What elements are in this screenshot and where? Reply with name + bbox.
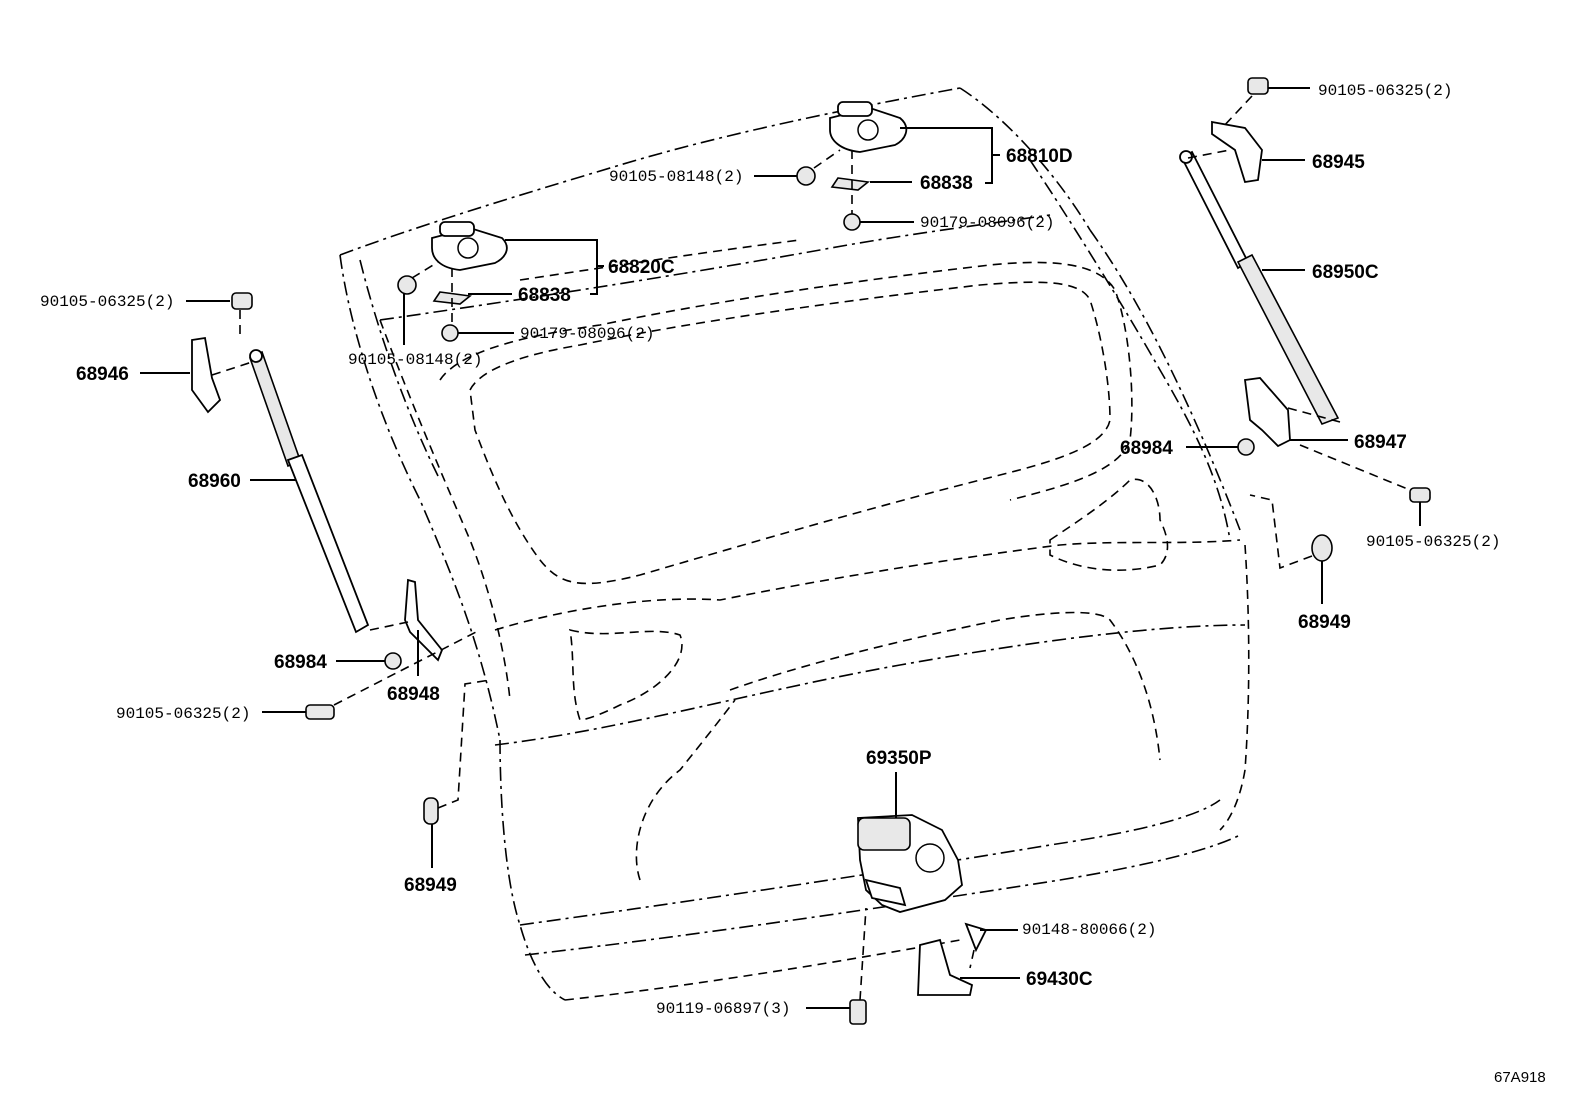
label-nut-right-lower[interactable]: 68984 bbox=[1120, 438, 1173, 459]
label-shim-left[interactable]: 68838 bbox=[518, 285, 571, 306]
label-bolt-hinge-right[interactable]: 90105-08148(2) bbox=[609, 168, 743, 186]
label-hinge-left-group[interactable]: 68820C bbox=[608, 257, 675, 278]
label-bolt-lock[interactable]: 90119-06897(3) bbox=[656, 1000, 790, 1018]
label-nut-hinge-left[interactable]: 90179-08096(2) bbox=[520, 325, 654, 343]
hinge-left bbox=[431, 221, 508, 305]
label-shim-right[interactable]: 68838 bbox=[920, 173, 973, 194]
bracket-right-upper bbox=[1211, 120, 1263, 184]
label-hinge-right-group[interactable]: 68810D bbox=[1006, 146, 1073, 167]
back-door-outline bbox=[339, 87, 1250, 1001]
cushion-left bbox=[423, 797, 439, 825]
label-bolt-left-lower[interactable]: 90105-06325(2) bbox=[116, 705, 250, 723]
hinge-right bbox=[829, 101, 908, 191]
label-lock-assembly[interactable]: 69350P bbox=[866, 748, 932, 769]
bracket-left-upper bbox=[191, 336, 222, 414]
label-strut-left[interactable]: 68960 bbox=[188, 471, 241, 492]
label-nut-hinge-right[interactable]: 90179-08096(2) bbox=[920, 214, 1054, 232]
bracket-left-lower bbox=[404, 578, 444, 662]
label-bolt-hinge-left[interactable]: 90105-08148(2) bbox=[348, 351, 482, 369]
strut-right bbox=[1179, 150, 1340, 425]
diagram-code: 67A918 bbox=[1494, 1069, 1546, 1086]
label-bolt-top-left[interactable]: 90105-06325(2) bbox=[40, 293, 174, 311]
strut-left bbox=[249, 349, 370, 634]
label-cushion-left[interactable]: 68949 bbox=[404, 875, 457, 896]
label-bracket-right-upper[interactable]: 68945 bbox=[1312, 152, 1365, 173]
striker bbox=[917, 938, 974, 996]
label-strut-right[interactable]: 68950C bbox=[1312, 262, 1379, 283]
label-cushion-right[interactable]: 68949 bbox=[1298, 612, 1351, 633]
cushion-right bbox=[1311, 534, 1333, 562]
label-bracket-left-lower[interactable]: 68948 bbox=[387, 684, 440, 705]
label-bracket-left-upper[interactable]: 68946 bbox=[76, 364, 129, 385]
leader-lines bbox=[140, 87, 1421, 1009]
part-labels: 90105-06325(2) 68945 68810D 68838 90105-… bbox=[40, 82, 1546, 1086]
fasteners bbox=[231, 77, 1431, 1025]
label-bolt-top-right[interactable]: 90105-06325(2) bbox=[1318, 82, 1452, 100]
lock-assembly bbox=[857, 814, 963, 913]
label-bracket-right-lower[interactable]: 68947 bbox=[1354, 432, 1407, 453]
label-screw-striker[interactable]: 90148-80066(2) bbox=[1022, 921, 1156, 939]
label-bolt-right-lower[interactable]: 90105-06325(2) bbox=[1366, 533, 1500, 551]
label-nut-left-lower[interactable]: 68984 bbox=[274, 652, 327, 673]
label-striker[interactable]: 69430C bbox=[1026, 969, 1093, 990]
bracket-right-lower bbox=[1243, 377, 1291, 448]
